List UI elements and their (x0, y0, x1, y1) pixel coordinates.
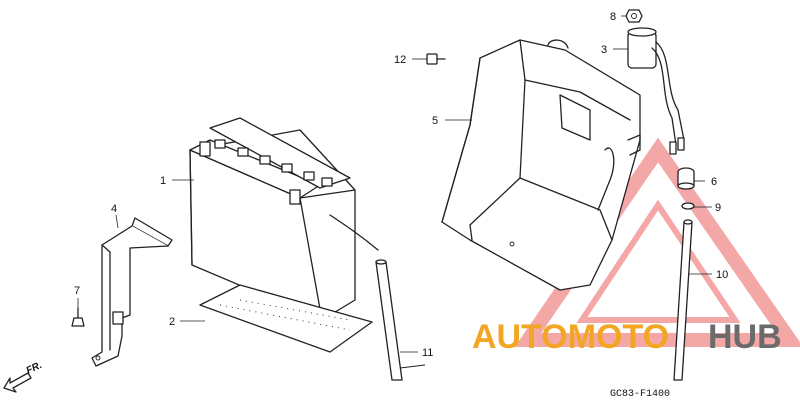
battery-caps (214, 139, 333, 187)
watermark-text-secondary: HUB (708, 318, 782, 356)
callout-3: 3 (601, 44, 607, 56)
breather-tube-short (375, 259, 426, 381)
battery-pad (199, 284, 373, 353)
bolt-12 (426, 53, 446, 65)
front-label: FR. (25, 360, 44, 377)
callout-7: 7 (74, 285, 80, 297)
callout-1: 1 (160, 175, 166, 187)
watermark-logo: AUTOMOTO HUB (472, 318, 782, 356)
battery (189, 117, 379, 321)
callout-5: 5 (432, 115, 438, 127)
callout-9: 9 (715, 202, 721, 214)
nut (625, 9, 643, 23)
callout-8: 8 (610, 11, 616, 23)
front-arrow-icon (3, 372, 32, 393)
clip (681, 202, 695, 210)
callout-2: 2 (169, 316, 175, 328)
leader-lines (77, 15, 712, 353)
callout-6: 6 (711, 176, 717, 188)
watermark-text-primary: AUTOMOTO (472, 318, 669, 356)
callout-10: 10 (716, 269, 728, 281)
diagram-code: GC83-F1400 (610, 389, 670, 400)
breather-cap (677, 167, 695, 190)
solenoid (627, 27, 685, 155)
battery-bracket (91, 217, 173, 367)
front-direction-marker: FR. (3, 360, 44, 393)
bolt-7 (71, 307, 85, 327)
breather-tube-long (673, 219, 693, 381)
battery-box (441, 39, 641, 291)
callout-4: 4 (111, 203, 117, 215)
callout-12: 12 (394, 54, 406, 66)
callout-11: 11 (422, 347, 433, 359)
callout-numbers: 1 2 3 4 5 6 7 8 9 10 11 12 (74, 11, 728, 359)
